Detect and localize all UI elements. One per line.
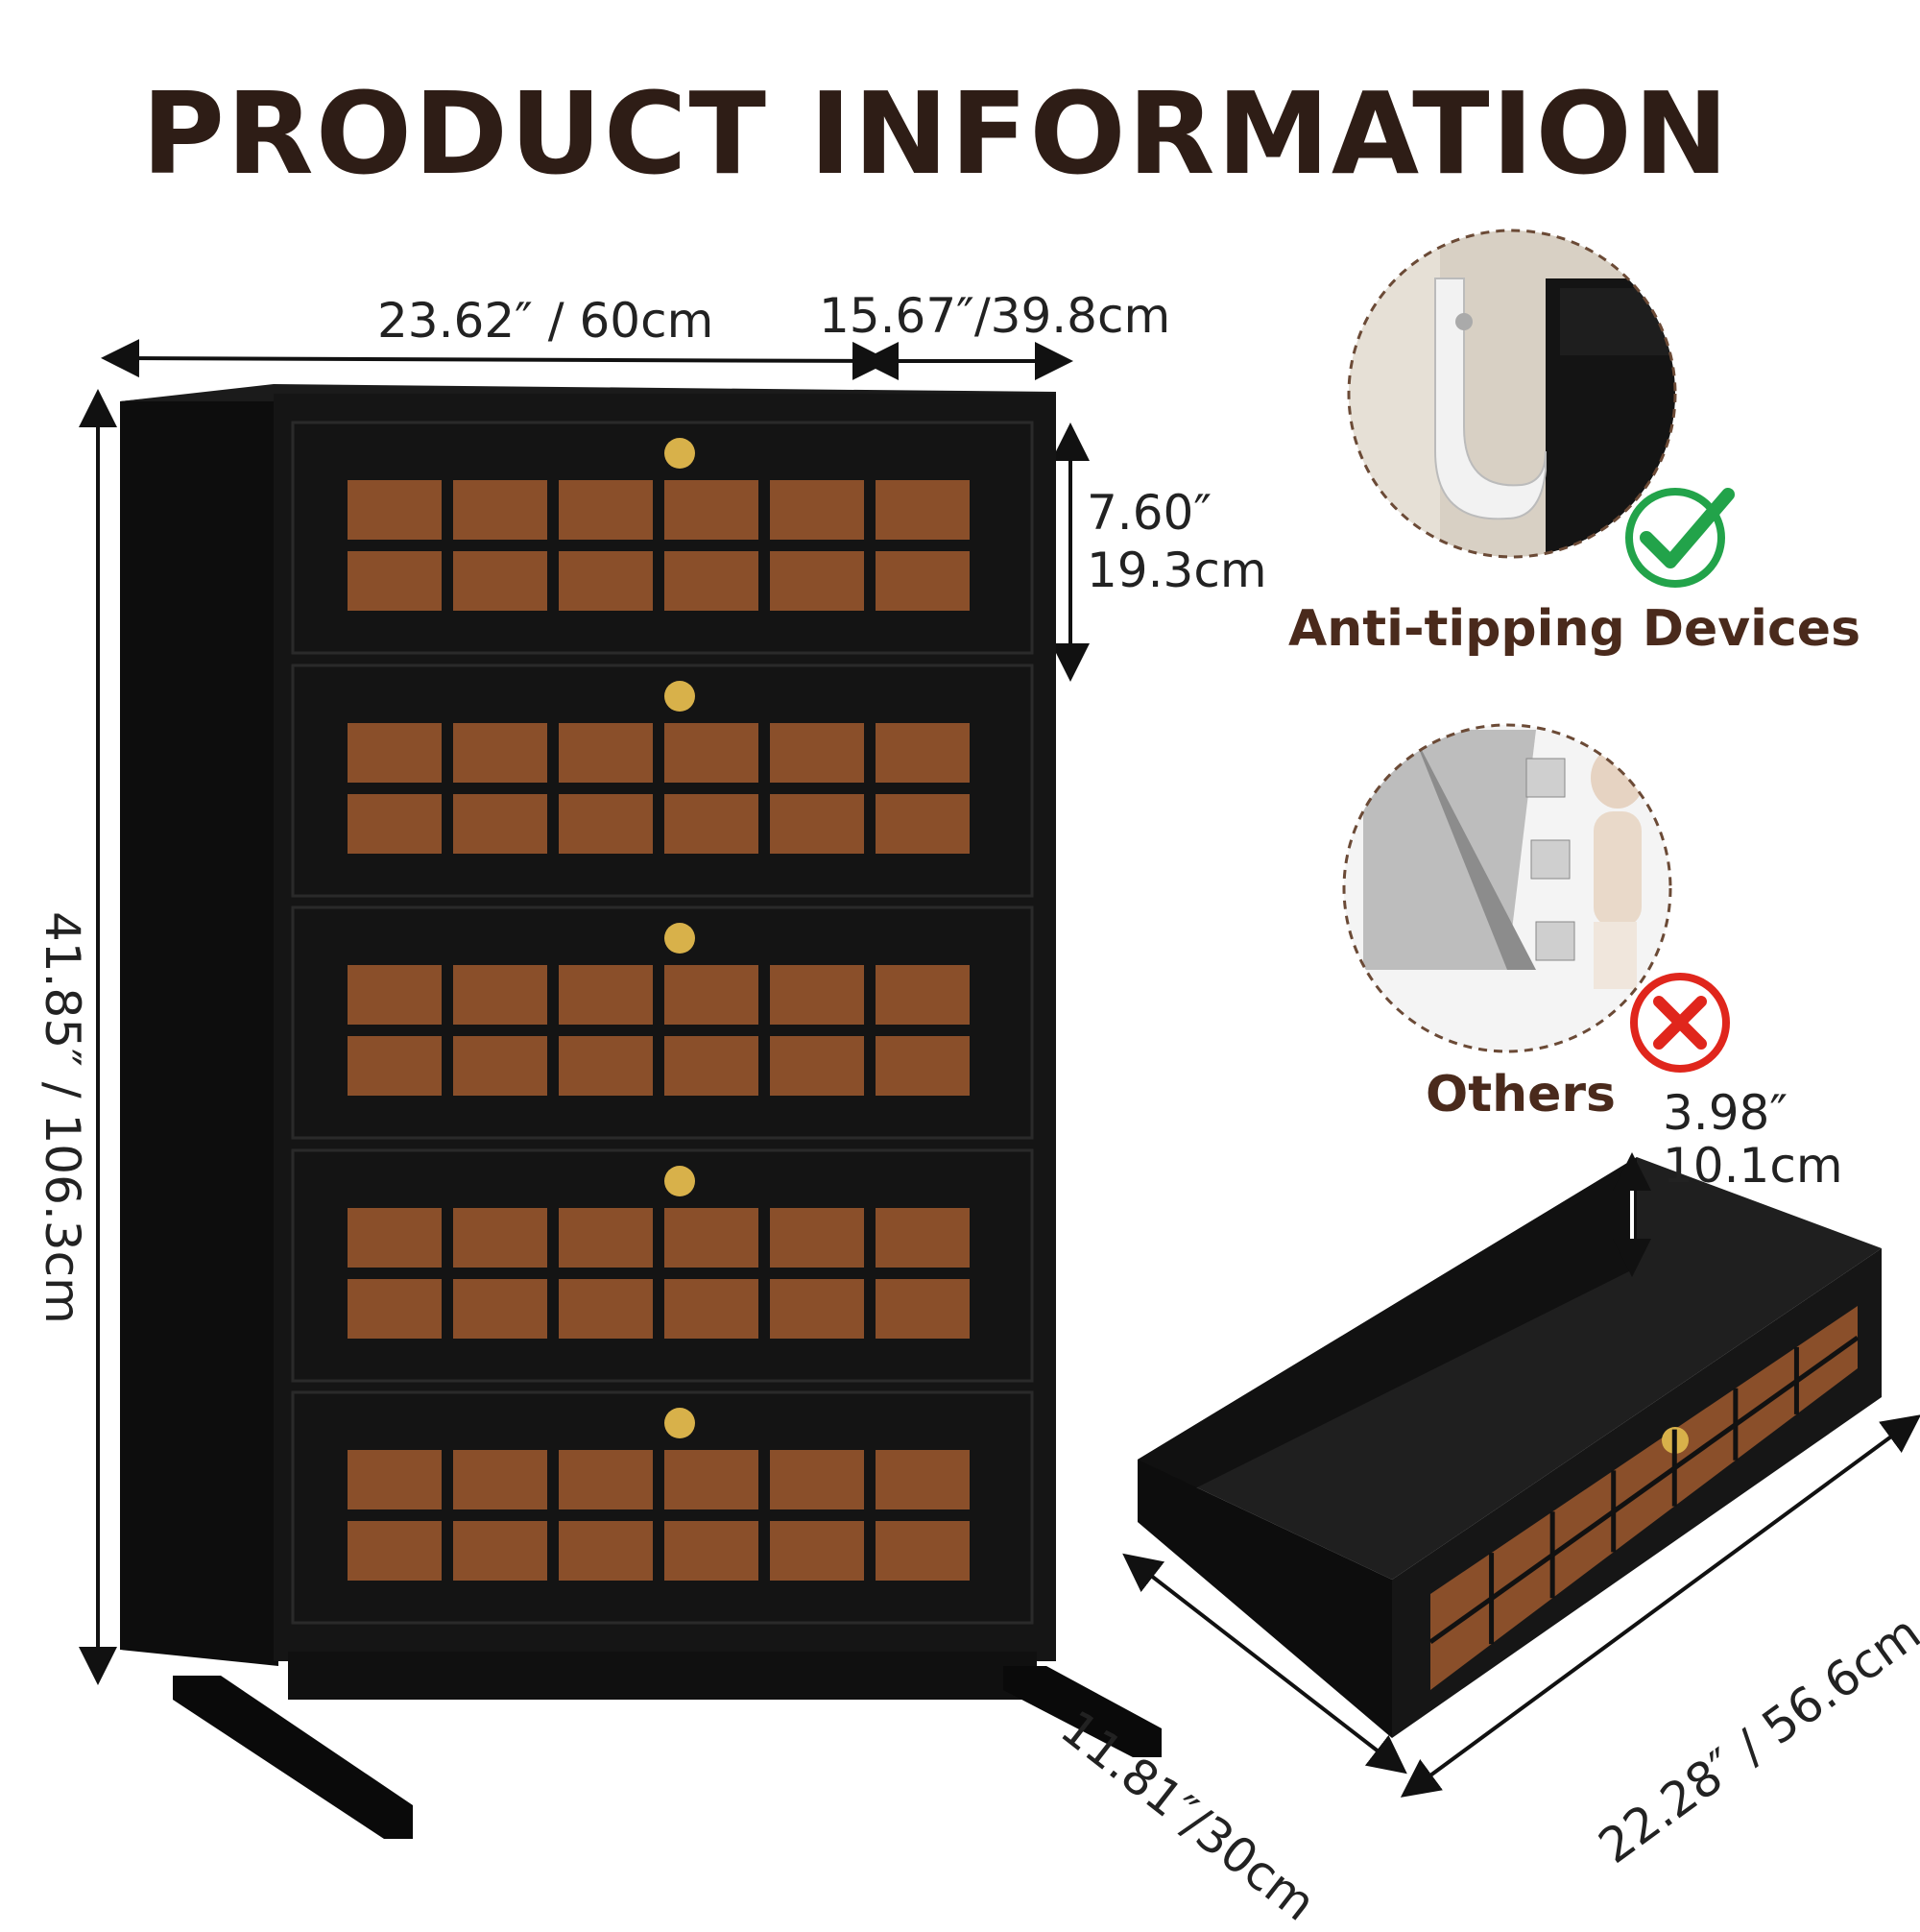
page-title: PRODUCT INFORMATION: [141, 67, 1731, 200]
rattan-panel: [559, 1450, 653, 1509]
check-icon: [1625, 488, 1735, 588]
total-height-label: 41.85″ / 106.3cm: [35, 911, 90, 1324]
rattan-panel: [664, 551, 758, 611]
rattan-panel: [664, 1521, 758, 1581]
rattan-panel: [348, 1450, 442, 1509]
drawer-width-arrow: [1122, 1553, 1407, 1775]
rattan-panel: [559, 1521, 653, 1581]
rattan-panel: [664, 723, 758, 783]
rattan-panel: [770, 1279, 864, 1339]
rattan-panel: [348, 1279, 442, 1339]
drawer-depth-cm-label: 10.1cm: [1663, 1138, 1843, 1194]
rattan-panel: [559, 723, 653, 783]
rattan-panel: [348, 965, 442, 1025]
rattan-panel: [348, 794, 442, 854]
rattan-panel: [876, 965, 970, 1025]
rattan-panel: [876, 794, 970, 854]
drawer-knob: [664, 1408, 695, 1438]
rattan-panel: [664, 1208, 758, 1268]
rattan-panel: [770, 551, 864, 611]
rattan-panel: [453, 965, 547, 1025]
rattan-panel: [770, 965, 864, 1025]
rattan-panel: [348, 1036, 442, 1096]
rattan-panel: [876, 551, 970, 611]
rattan-panel: [770, 723, 864, 783]
rattan-panel: [559, 1208, 653, 1268]
rattan-panel: [770, 1036, 864, 1096]
rattan-panel: [559, 1279, 653, 1339]
rattan-panel: [453, 480, 547, 540]
rattan-panel: [453, 794, 547, 854]
rattan-panel: [876, 1208, 970, 1268]
rattan-panel: [664, 965, 758, 1025]
drawer-knob: [664, 438, 695, 469]
rattan-panel: [559, 965, 653, 1025]
drawer-depth-in-label: 3.98″: [1663, 1085, 1788, 1141]
rattan-panel: [770, 794, 864, 854]
rattan-panel: [348, 1521, 442, 1581]
rattan-panel: [559, 480, 653, 540]
rattan-panel: [453, 1279, 547, 1339]
depth-label: 15.67″/39.8cm: [819, 288, 1171, 344]
rattan-panel: [559, 794, 653, 854]
rattan-panel: [453, 1036, 547, 1096]
rattan-panel: [876, 1450, 970, 1509]
drawer-knob: [664, 681, 695, 712]
rattan-panel: [770, 1208, 864, 1268]
rattan-panel: [348, 723, 442, 783]
rattan-panel: [664, 480, 758, 540]
rattan-panel: [348, 480, 442, 540]
cross-icon: [1630, 973, 1730, 1073]
drawer-knob: [664, 923, 695, 954]
rattan-panel: [876, 480, 970, 540]
rattan-panel: [664, 1450, 758, 1509]
rattan-panel: [770, 480, 864, 540]
rattan-panel: [664, 1279, 758, 1339]
rattan-panel: [876, 1036, 970, 1096]
width-dimension-arrow: [101, 339, 891, 380]
rattan-panel: [348, 1208, 442, 1268]
rattan-panel: [876, 723, 970, 783]
rattan-panel: [770, 1521, 864, 1581]
rattan-panel: [453, 1521, 547, 1581]
rattan-panel: [559, 551, 653, 611]
others-tipping-image: [1342, 723, 1672, 1053]
rattan-panel: [453, 723, 547, 783]
rattan-panel: [876, 1521, 970, 1581]
anti-tipping-label: Anti-tipping Devices: [1288, 600, 1861, 658]
rattan-panel: [770, 1450, 864, 1509]
drawer-fronts: [291, 421, 1034, 1625]
others-label: Others: [1426, 1066, 1616, 1123]
drawer-height-in-label: 7.60″: [1087, 485, 1212, 541]
rattan-panel: [664, 1036, 758, 1096]
rattan-panel: [559, 1036, 653, 1096]
anti-tipping-image: [1347, 229, 1677, 559]
width-label: 23.62″ / 60cm: [377, 293, 714, 349]
rattan-panel: [453, 1208, 547, 1268]
rattan-panel: [876, 1279, 970, 1339]
rattan-panel: [453, 1450, 547, 1509]
drawer-length-arrow: [1400, 1414, 1920, 1798]
rattan-panel: [453, 551, 547, 611]
drawer-knob: [664, 1166, 695, 1196]
drawer-height-cm-label: 19.3cm: [1087, 543, 1267, 598]
rattan-panel: [664, 794, 758, 854]
rattan-panel: [348, 551, 442, 611]
